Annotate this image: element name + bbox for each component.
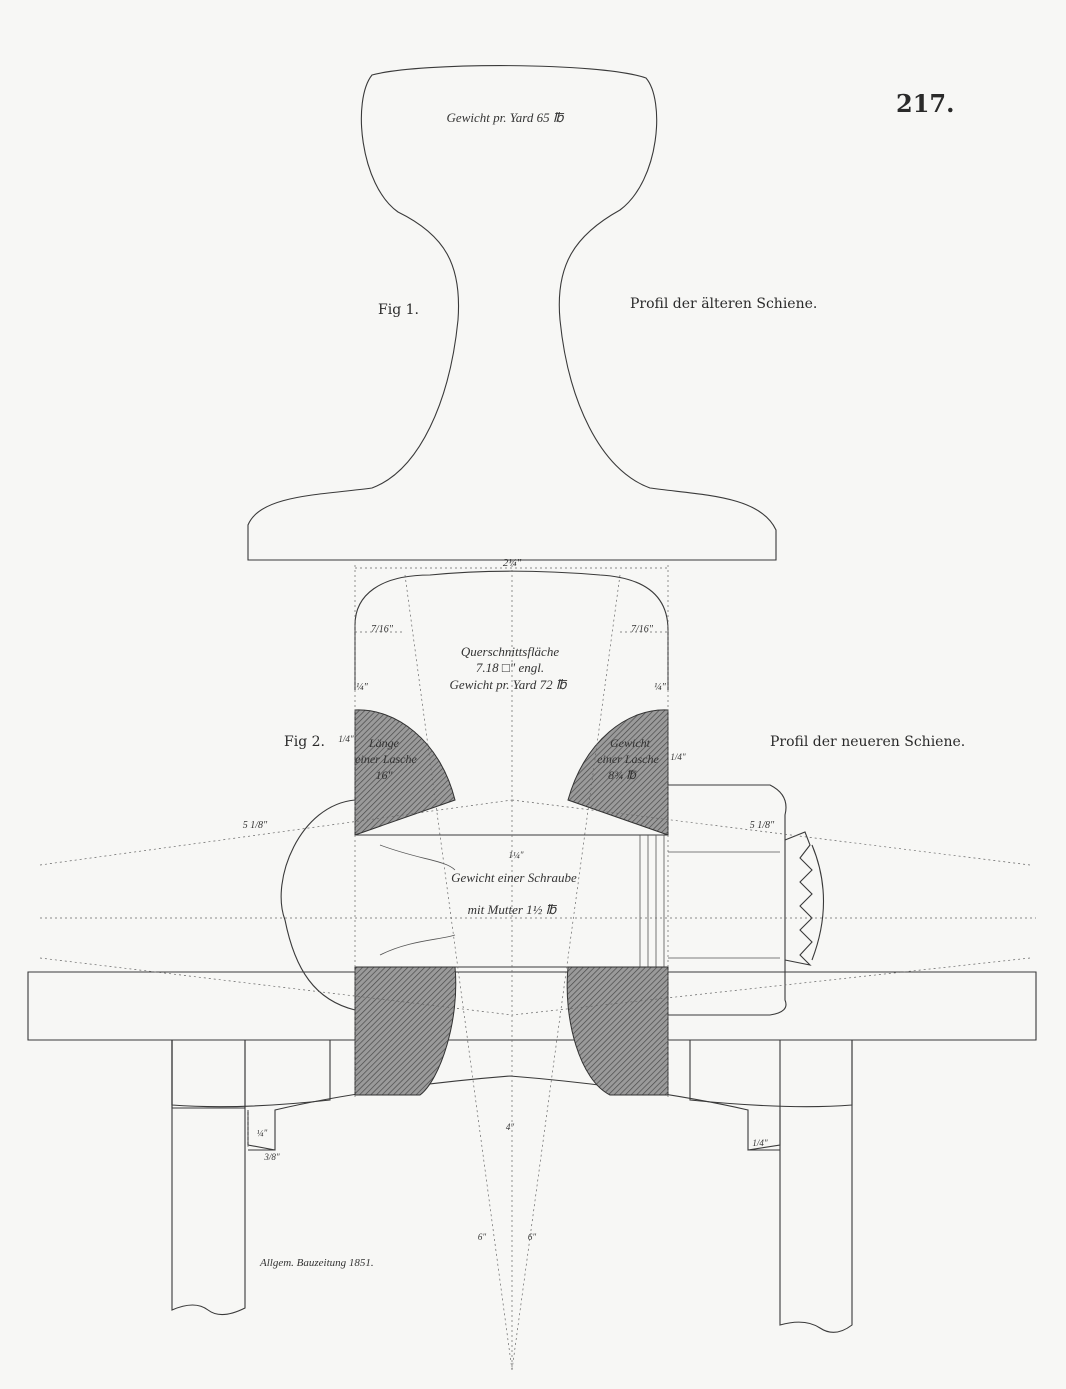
projection-left-lower <box>39 957 513 1016</box>
dim-left-web-mark: 1/4" <box>338 734 354 744</box>
fishplate-length-line1: Länge <box>368 736 400 750</box>
thread-end <box>811 844 824 961</box>
dim-left-head-offset: 7/16" <box>371 624 394 635</box>
dim-left-shoulder: ¼" <box>257 1128 268 1138</box>
dim-right-bolt-angle: 5 1/8" <box>750 820 775 831</box>
projection-right-upper <box>511 799 1031 866</box>
section-area-line2: 7.18 □" engl. <box>476 660 544 675</box>
fishplate-length-line2: einer Lasche <box>355 752 417 766</box>
plate-number: 217. <box>896 89 954 118</box>
right-fishplate-lower <box>566 966 669 1096</box>
fishplate-weight-line3: 8¾ ℔ <box>608 768 637 782</box>
bolt-weight-line2: mit Mutter 1½ ℔ <box>468 902 558 917</box>
fig1-title: Profil der älteren Schiene. <box>630 296 817 312</box>
section-area-line1: Querschnittsfläche <box>461 644 559 659</box>
fishplate-weight-line1: Gewicht <box>610 736 651 750</box>
bolt-weight-line1: Gewicht einer Schraube <box>451 870 577 885</box>
dim-lower-right: 6" <box>528 1232 537 1242</box>
dim-right-web-mark: 1/4" <box>670 752 686 762</box>
dim-foot-height: 4" <box>506 1122 515 1132</box>
projection-left-upper <box>39 799 513 866</box>
fig2-label: Fig 2. <box>284 734 325 750</box>
left-chair <box>171 1040 246 1109</box>
fig1-label: Fig 1. <box>378 302 419 318</box>
fishplate-length-line3: 16" <box>375 768 393 782</box>
dim-left-foot-mark: 3/8" <box>263 1152 280 1162</box>
nut-thread-marks <box>639 835 665 967</box>
new-rail-head <box>354 570 669 690</box>
fig1-weight-note: Gewicht pr. Yard 65 ℔ <box>447 110 565 125</box>
convergence-right <box>511 574 621 1371</box>
dim-right-head-offset: 7/16" <box>631 624 654 635</box>
bolt-head <box>280 799 356 1011</box>
left-fishplate-upper <box>354 709 456 836</box>
projection-right-lower <box>511 957 1031 1016</box>
old-rail-profile <box>247 65 777 561</box>
dim-lower-left: 6" <box>478 1232 487 1242</box>
dim-head-width: 2¼" <box>503 557 522 569</box>
right-fishplate-upper <box>567 709 669 836</box>
chair-outline <box>171 1040 331 1108</box>
source-credit: Allgem. Bauzeitung 1851. <box>259 1257 374 1269</box>
sleeper-block <box>27 971 1037 1041</box>
section-weight: Gewicht pr. Yard 72 ℔ <box>450 677 568 692</box>
dim-right-foot-mark: 1/4" <box>752 1138 768 1148</box>
left-fishplate-lower <box>354 966 457 1096</box>
dim-left-lip: ¼" <box>356 682 369 693</box>
bolt-nut <box>668 784 787 1016</box>
chair-right-outline <box>689 1040 853 1108</box>
convergence-left <box>404 574 513 1371</box>
dim-web-height: 1¼" <box>508 850 523 860</box>
left-post <box>171 1040 246 1316</box>
fishplate-weight-line2: einer Lasche <box>597 752 659 766</box>
left-web-curve <box>379 844 456 956</box>
right-post <box>779 1040 853 1333</box>
dim-right-lip: ¼" <box>654 682 667 693</box>
bolt-thread <box>784 831 813 966</box>
dim-left-bolt-angle: 5 1/8" <box>243 820 268 831</box>
new-rail-foot <box>247 1075 781 1151</box>
fig2-title: Profil der neueren Schiene. <box>770 734 965 750</box>
